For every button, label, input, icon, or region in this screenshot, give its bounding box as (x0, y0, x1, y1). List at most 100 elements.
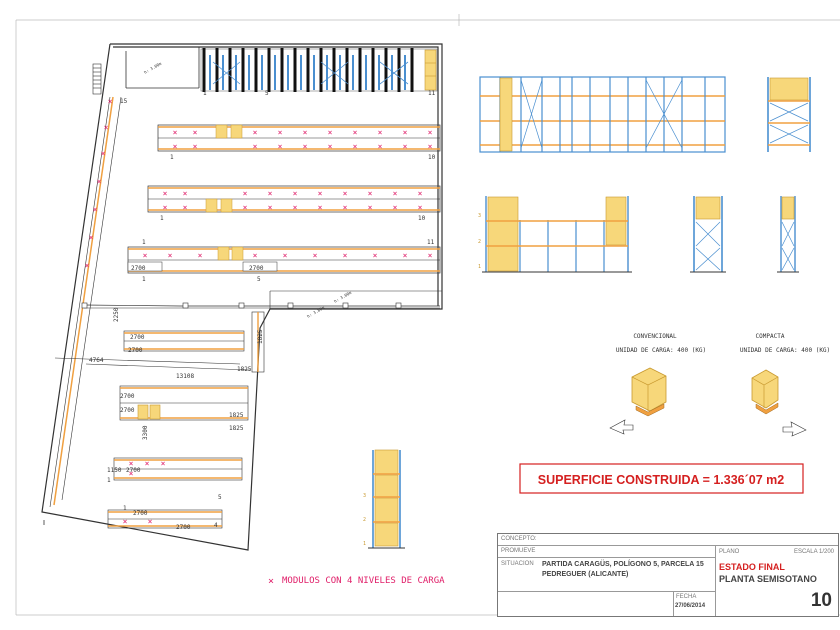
conventional-pallet-load: UNIDAD DE CARGA: 400 (KG) (616, 347, 706, 354)
module-marker: × (193, 128, 198, 137)
module-marker: × (163, 189, 168, 198)
module-marker: × (161, 459, 166, 468)
module-marker: × (93, 205, 98, 214)
fecha-label: FECHA (676, 594, 697, 600)
module-marker: × (278, 142, 283, 151)
svg-text:4: 4 (214, 522, 218, 529)
sheet-number: 10 (810, 590, 832, 611)
svg-text:15: 15 (120, 98, 128, 105)
pallet-captions: CONVENCIONAL UNIDAD DE CARGA: 400 (KG) C… (616, 333, 830, 354)
module-marker: × (278, 128, 283, 137)
module-marker: × (168, 251, 173, 260)
module-marker: × (253, 251, 258, 260)
module-marker: × (428, 142, 433, 151)
plano-title-2: PLANTA SEMISOTANO (719, 574, 817, 584)
svg-text:2700: 2700 (131, 265, 146, 272)
module-marker: × (253, 142, 258, 151)
rack-row-left-diagonal (49, 96, 122, 508)
svg-text:5: 5 (265, 90, 269, 97)
rack-elevation-end-top (767, 77, 811, 152)
svg-text:1825: 1825 (237, 366, 252, 373)
compact-pallet-load: UNIDAD DE CARGA: 400 (KG) (740, 347, 830, 354)
svg-text:2700: 2700 (128, 347, 143, 354)
svg-text:5: 5 (218, 494, 222, 501)
sheet-border (15, 14, 840, 616)
module-marker: × (243, 203, 248, 212)
module-marker: × (303, 142, 308, 151)
module-marker: × (378, 142, 383, 151)
dimension-labels: 2700 2700 2700 2700 1825 2700 2700 1825 … (89, 265, 264, 531)
module-marker: × (268, 203, 273, 212)
module-marker: × (373, 251, 378, 260)
module-markers: × × × × × × × × × × × × × × × × × × × × … (85, 97, 433, 526)
module-marker: × (173, 142, 178, 151)
svg-text:1: 1 (203, 90, 207, 97)
svg-text:1825: 1825 (229, 425, 244, 432)
module-marker: × (293, 189, 298, 198)
promueve-label: PROMUEVE (498, 546, 716, 558)
situacion-line1: PARTIDA CARAGÜS, POLÍGONO 5, PARCELA 15 (542, 561, 704, 568)
title-block: CONCEPTO: PROMUEVE SITUACION PARTIDA CAR… (497, 533, 839, 617)
module-marker: × (108, 97, 113, 106)
compact-pallet-icon (751, 369, 807, 437)
module-marker: × (253, 128, 258, 137)
svg-text:2: 2 (478, 239, 481, 245)
svg-text:2700: 2700 (130, 334, 145, 341)
module-marker: × (97, 177, 102, 186)
rack-row-3 (127, 246, 441, 274)
module-marker: × (368, 189, 373, 198)
svg-text:13108: 13108 (176, 373, 194, 380)
module-marker: × (243, 189, 248, 198)
module-marker: × (89, 233, 94, 242)
rack-elevation-mid: 3 2 1 (478, 196, 632, 273)
module-marker: × (173, 128, 178, 137)
module-marker: × (368, 203, 373, 212)
svg-text:1: 1 (142, 276, 146, 283)
escala-label: ESCALA 1/200 (793, 549, 834, 555)
stair (92, 63, 102, 95)
svg-text:2700: 2700 (120, 407, 135, 414)
module-marker: × (148, 517, 153, 526)
svg-text:1825: 1825 (257, 329, 264, 344)
module-marker: × (403, 142, 408, 151)
module-marker: × (85, 261, 90, 270)
module-marker: × (343, 203, 348, 212)
svg-text:2700: 2700 (249, 265, 264, 272)
svg-text:1: 1 (107, 477, 111, 484)
module-marker: × (104, 123, 109, 132)
lower-rack-groups (54, 311, 265, 529)
compact-pallet-name: COMPACTA (756, 333, 785, 340)
rack-elevation-long (479, 76, 726, 153)
module-marker: × (101, 149, 106, 158)
rack-elevation-center: 3 2 1 (363, 449, 405, 549)
svg-text:2700: 2700 (176, 524, 191, 531)
module-marker: × (129, 469, 134, 478)
rack-row-1 (157, 124, 441, 152)
svg-text:2700: 2700 (120, 393, 135, 400)
concepto-label: CONCEPTO: (498, 534, 838, 546)
situacion-label: SITUACION (501, 561, 534, 567)
module-marker: × (143, 251, 148, 260)
fecha-value: 27/06/2014 (675, 603, 706, 609)
module-marker: × (328, 142, 333, 151)
module-marker: × (318, 189, 323, 198)
module-marker: × (353, 142, 358, 151)
svg-text:11: 11 (428, 90, 436, 97)
svg-text:3300: 3300 (142, 425, 149, 440)
svg-text:4764: 4764 (89, 357, 104, 364)
module-marker: × (343, 251, 348, 260)
module-marker: × (268, 189, 273, 198)
surface-box: SUPERFICIE CONSTRUIDA = 1.336´07 m2 (519, 463, 804, 494)
module-marker: × (283, 251, 288, 260)
svg-text:1150: 1150 (107, 467, 122, 474)
compact-racking-block (200, 48, 438, 92)
module-marker: × (393, 189, 398, 198)
svg-text:1: 1 (142, 239, 146, 246)
module-marker: × (418, 203, 423, 212)
situacion-cell: SITUACION PARTIDA CARAGÜS, POLÍGONO 5, P… (498, 558, 716, 592)
svg-text:1: 1 (123, 505, 127, 512)
rack-numbers: 15 1 10 1 10 1 11 1 5 1 5 1 4 1 5 11 (107, 90, 436, 529)
interior-wall (81, 302, 440, 309)
module-marker: × (198, 251, 203, 260)
